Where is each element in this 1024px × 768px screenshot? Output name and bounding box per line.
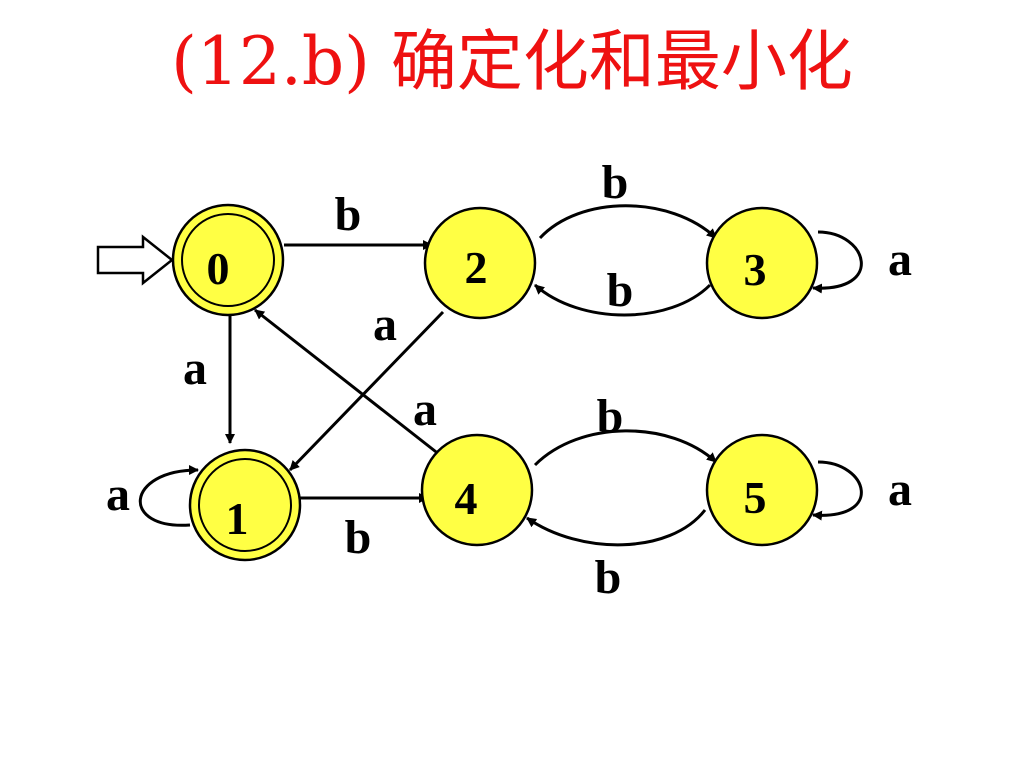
state-4: 4 — [420, 433, 534, 547]
label-5-5: a — [888, 463, 912, 516]
label-2-3: b — [602, 156, 629, 209]
state-3: 3 — [705, 206, 819, 320]
state-3-label: 3 — [744, 244, 767, 295]
state-4-label: 4 — [455, 473, 478, 524]
label-0-1: a — [183, 342, 207, 395]
edge-5-5 — [812, 460, 863, 521]
edge-3-2 — [534, 283, 712, 317]
state-5: 5 — [705, 433, 819, 547]
slide-title: (12.b) 确定化和最小化 — [171, 23, 853, 100]
state-0: 0 — [171, 203, 285, 317]
edge-4-5 — [533, 429, 718, 467]
label-4-5: b — [597, 390, 624, 443]
edge-5-4 — [526, 509, 707, 547]
state-0-label: 0 — [207, 243, 230, 294]
edge-2-3 — [538, 204, 718, 240]
edge-2-1 — [288, 310, 445, 472]
label-0-2: b — [335, 188, 362, 241]
state-5-label: 5 — [744, 472, 767, 523]
edge-1-1 — [138, 465, 199, 527]
state-1-label: 1 — [226, 493, 249, 544]
start-arrow-icon — [96, 234, 175, 286]
label-2-1: a — [373, 298, 397, 351]
state-2-label: 2 — [465, 242, 488, 293]
label-4-0: a — [413, 383, 437, 436]
label-5-4: b — [595, 551, 622, 604]
label-3-2: b — [607, 264, 634, 317]
state-1: 1 — [188, 448, 302, 562]
edge-3-3 — [812, 230, 863, 294]
state-2: 2 — [423, 206, 537, 320]
label-1-1: a — [106, 468, 130, 521]
edge-4-0 — [254, 308, 441, 457]
label-1-4: b — [345, 511, 372, 564]
label-3-3: a — [888, 233, 912, 286]
